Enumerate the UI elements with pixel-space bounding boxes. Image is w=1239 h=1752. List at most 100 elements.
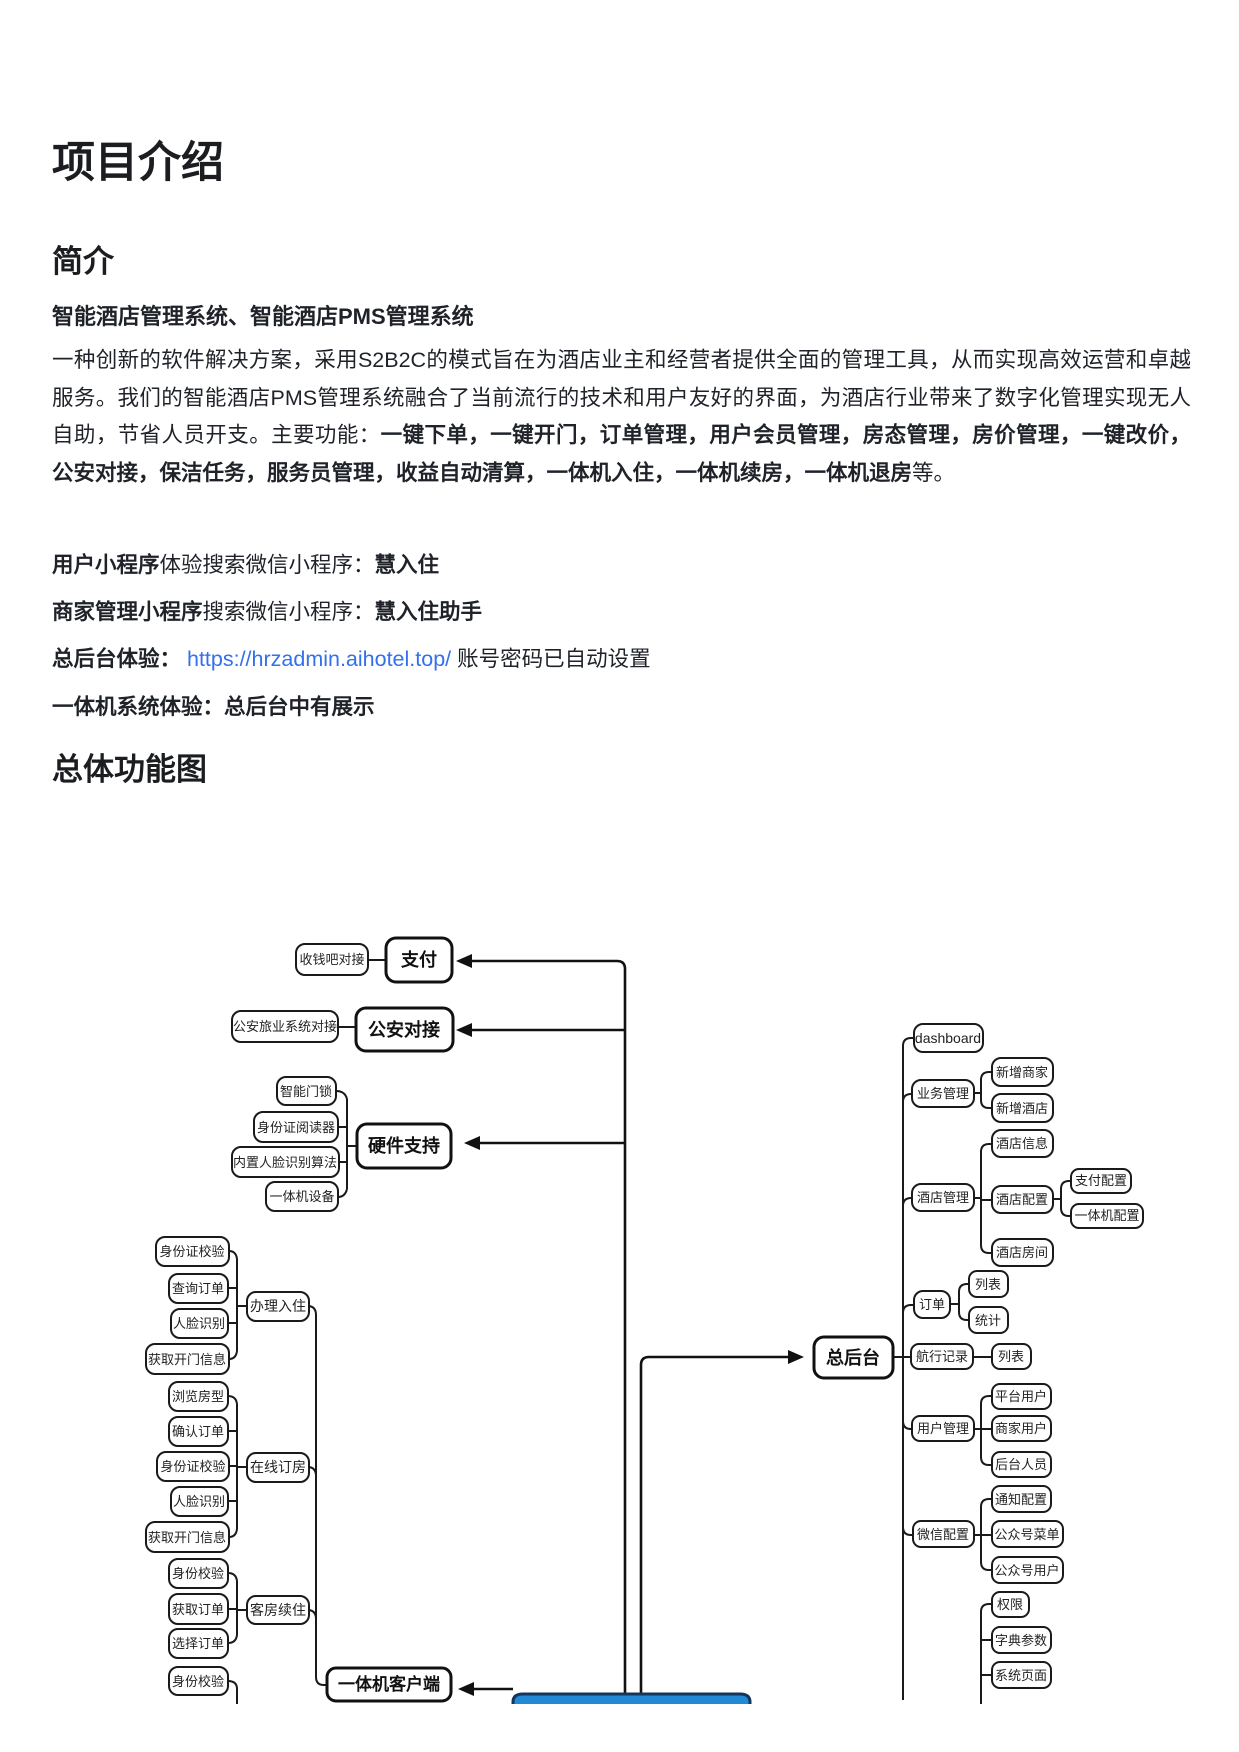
hook-r3 — [227, 1634, 238, 1644]
svg-text:字典参数: 字典参数 — [995, 1633, 1047, 1648]
svg-text:选择订单: 选择订单 — [172, 1636, 224, 1651]
svg-text:人脸识别: 人脸识别 — [173, 1494, 225, 1509]
svg-text:支付配置: 支付配置 — [1075, 1173, 1127, 1188]
svg-text:系统页面: 系统页面 — [995, 1668, 1047, 1683]
node-booking-face: 人脸识别 — [170, 1486, 229, 1517]
svg-text:公众号菜单: 公众号菜单 — [994, 1527, 1059, 1542]
node-smart-doorlock: 智能门锁 — [276, 1076, 337, 1106]
spine-backend-main — [902, 1037, 914, 1700]
kiosk-line: 一体机系统体验：总后台中有展示 — [52, 690, 375, 721]
svg-text:浏览房型: 浏览房型 — [172, 1389, 224, 1404]
intro-heading: 简介 — [52, 244, 114, 279]
node-extra-idcheck: 身份校验 — [168, 1666, 229, 1696]
join-booking — [308, 1466, 317, 1477]
svg-text:通知配置: 通知配置 — [995, 1492, 1047, 1507]
svg-text:新增商家: 新增商家 — [996, 1065, 1048, 1080]
svg-text:公众号用户: 公众号用户 — [994, 1563, 1059, 1578]
node-hardware: 硬件支持 — [355, 1122, 453, 1170]
node-order-list: 列表 — [968, 1270, 1009, 1298]
node-pay: 支付 — [384, 936, 454, 984]
node-booking-doorinfo: 获取开门信息 — [145, 1521, 230, 1553]
spine-hotel-config — [1053, 1180, 1071, 1217]
svg-text:确认订单: 确认订单 — [172, 1424, 224, 1439]
hook-c1 — [228, 1250, 238, 1260]
node-pay-config: 支付配置 — [1070, 1168, 1132, 1194]
join-renew — [308, 1609, 317, 1620]
svg-text:一体机设备: 一体机设备 — [269, 1189, 334, 1204]
node-checkin-queryorder: 查询订单 — [168, 1273, 229, 1304]
node-order-stats: 统计 — [968, 1306, 1009, 1334]
svg-text:酒店信息: 酒店信息 — [996, 1136, 1048, 1151]
node-business: 业务管理 — [911, 1079, 975, 1108]
admin-backend-label: 总后台体验： — [52, 647, 182, 671]
user-miniprogram-text: 体验搜索微信小程序： — [159, 553, 375, 577]
node-renew: 客房续住 — [246, 1595, 310, 1625]
node-pay-partner: 收钱吧对接 — [295, 943, 369, 976]
svg-text:客房续住: 客房续住 — [250, 1602, 306, 1618]
hook-users — [902, 1420, 912, 1430]
node-checkin-doorinfo: 获取开门信息 — [145, 1343, 230, 1375]
svg-text:权限: 权限 — [997, 1597, 1023, 1612]
svg-text:查询订单: 查询订单 — [172, 1281, 224, 1296]
node-police-partner: 公安旅业系统对接 — [231, 1010, 339, 1043]
node-official-users: 公众号用户 — [991, 1556, 1064, 1584]
hook-business — [902, 1093, 912, 1103]
svg-text:商家用户: 商家用户 — [995, 1421, 1047, 1436]
node-travel-record: 航行记录 — [910, 1343, 974, 1370]
function-diagram-svg: 收钱吧对接 支付 公安旅业系统对接 公安对接 智能门锁 身份证阅读器 内置人脸识… — [145, 936, 1144, 1712]
client-apps-node-cut — [511, 1692, 752, 1712]
node-hotel-info: 酒店信息 — [991, 1129, 1054, 1158]
intro-paragraph-bold: 一键下单，一键开门，订单管理，用户会员管理，房态管理，房价管理，一键改价，公安对… — [52, 423, 1191, 485]
node-backend: 总后台 — [812, 1335, 895, 1380]
node-official-menu: 公众号菜单 — [991, 1520, 1064, 1548]
node-id-reader: 身份证阅读器 — [253, 1111, 339, 1143]
merchant-miniprogram-text: 搜索微信小程序： — [202, 600, 375, 624]
spine-wechat — [974, 1498, 992, 1571]
merchant-miniprogram-label: 商家管理小程序 — [52, 600, 203, 624]
svg-text:智能门锁: 智能门锁 — [280, 1084, 332, 1099]
node-user-mgmt: 用户管理 — [911, 1415, 975, 1442]
svg-text:总后台: 总后台 — [826, 1347, 880, 1368]
node-checkin-face: 人脸识别 — [170, 1308, 229, 1339]
function-diagram: 收钱吧对接 支付 公安旅业系统对接 公安对接 智能门锁 身份证阅读器 内置人脸识… — [0, 898, 1239, 1712]
svg-text:酒店配置: 酒店配置 — [996, 1192, 1048, 1207]
svg-text:硬件支持: 硬件支持 — [368, 1135, 440, 1156]
hook-b5 — [228, 1528, 238, 1538]
svg-text:一体机客户端: 一体机客户端 — [338, 1674, 440, 1694]
node-face-algorithm: 内置人脸识别算法 — [231, 1146, 340, 1178]
admin-backend-note: 账号密码已自动设置 — [457, 647, 651, 671]
user-miniprogram-value: 慧入住 — [374, 553, 440, 577]
node-system-pages: 系统页面 — [991, 1661, 1052, 1689]
hook-extra-cut — [227, 1680, 238, 1704]
svg-text:身份证校验: 身份证校验 — [159, 1244, 224, 1259]
intro-paragraph-tail: 等。 — [912, 460, 956, 485]
svg-text:航行记录: 航行记录 — [916, 1349, 968, 1364]
arrowhead-hardware — [464, 1136, 480, 1150]
node-checkin: 办理入住 — [246, 1291, 310, 1322]
user-miniprogram-line: 用户小程序体验搜索微信小程序：慧入住 — [52, 548, 439, 579]
svg-text:列表: 列表 — [998, 1349, 1024, 1364]
node-permissions: 权限 — [991, 1591, 1030, 1618]
svg-text:公安旅业系统对接: 公安旅业系统对接 — [233, 1019, 337, 1034]
diagram-heading: 总体功能图 — [52, 752, 207, 787]
admin-backend-line: 总后台体验： https://hrzadmin.aihotel.top/ 账号密… — [52, 642, 651, 673]
intro-subtitle: 智能酒店管理系统、智能酒店PMS管理系统 — [52, 304, 474, 329]
arrowhead-backend — [788, 1350, 804, 1364]
svg-text:一体机配置: 一体机配置 — [1074, 1208, 1139, 1223]
svg-text:身份校验: 身份校验 — [172, 1566, 224, 1581]
svg-text:身份证阅读器: 身份证阅读器 — [257, 1120, 335, 1135]
arrowhead-police — [456, 1023, 472, 1037]
intro-paragraph-normal: 一种创新的软件解决方案，采用S2B2C的模式旨在为酒店业主和经营者提供全面的管理… — [52, 348, 1191, 448]
hook-kioskdev — [337, 1188, 348, 1198]
spine-business — [974, 1071, 992, 1109]
svg-text:收钱吧对接: 收钱吧对接 — [299, 952, 364, 967]
node-platform-users: 平台用户 — [991, 1383, 1052, 1410]
hook-b1 — [227, 1395, 238, 1405]
svg-text:获取订单: 获取订单 — [172, 1602, 224, 1617]
svg-text:内置人脸识别算法: 内置人脸识别算法 — [233, 1155, 337, 1170]
node-dict-params: 字典参数 — [991, 1626, 1052, 1654]
node-hotel-config: 酒店配置 — [991, 1185, 1054, 1214]
svg-text:酒店房间: 酒店房间 — [996, 1245, 1048, 1260]
svg-text:身份校验: 身份校验 — [172, 1674, 224, 1689]
admin-backend-link[interactable]: https://hrzadmin.aihotel.top/ — [187, 647, 452, 671]
